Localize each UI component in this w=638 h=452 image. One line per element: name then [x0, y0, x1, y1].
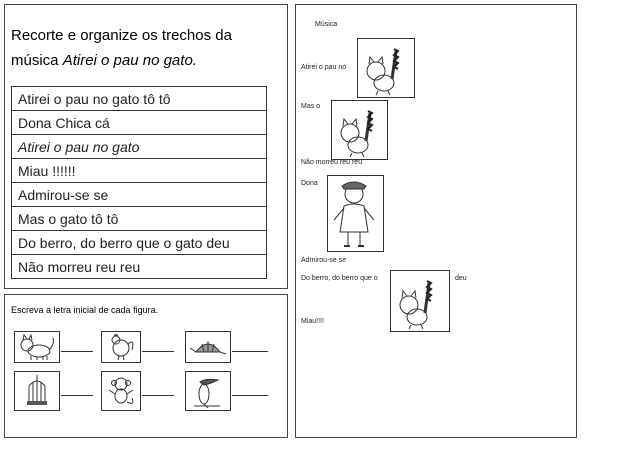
instruction-text: Escreva a letra inicial de cada figura.: [11, 305, 159, 315]
cat-picture: [331, 100, 388, 160]
strip-item: Mas o gato tô tô: [11, 206, 267, 231]
title-line-2: música: [11, 52, 63, 69]
initial-letter-panel: Escreva a letra inicial de cada figura.: [4, 294, 288, 438]
song-name: Atirei o pau no gato.: [62, 52, 197, 69]
answer-line[interactable]: [61, 395, 93, 396]
answer-line[interactable]: [232, 395, 268, 396]
cat-figure: [14, 331, 60, 363]
cat-icon: [340, 110, 374, 158]
strip-item: Do berro, do berro que o gato deu: [11, 230, 267, 255]
answer-line[interactable]: [142, 351, 174, 352]
lyric-line: Não morreu reu reu: [301, 159, 363, 166]
lyric-line: deu: [455, 275, 467, 282]
strip-item: Dona Chica cá: [11, 110, 267, 135]
armadillo-figure: [185, 331, 231, 363]
strip-item: Não morreu reu reu: [11, 254, 267, 279]
cat-picture: [357, 38, 415, 98]
dona-chica-picture: [327, 175, 384, 252]
strip-item: Admirou-se se: [11, 182, 267, 207]
rooster-figure: [101, 331, 141, 363]
cat-icon: [399, 280, 433, 330]
lyric-line: Mas o: [301, 103, 321, 110]
lyric-line: Atirei o pau no: [301, 64, 347, 71]
cat-picture: [390, 270, 450, 332]
toucan-figure: [185, 371, 231, 411]
birdcage-icon: [27, 375, 47, 405]
toucan-icon: [194, 378, 220, 409]
cat-icon: [20, 333, 54, 360]
lyric-line: Do berro, do berro que o: [301, 275, 378, 282]
birdcage-figure: [14, 371, 60, 411]
armadillo-icon: [189, 341, 227, 355]
strips-table: Atirei o pau no gato tô tô Dona Chica cá…: [11, 86, 267, 279]
lyric-line: Miau!!!!: [301, 318, 324, 325]
rooster-icon: [111, 334, 134, 361]
cat-icon: [366, 48, 400, 96]
song-assembly-panel: Música Atirei o pau no Mas o Não morreu …: [295, 4, 577, 438]
instruction-title: Recorte e organize os trechos da música …: [11, 23, 281, 73]
lyric-line: Admirou-se se: [301, 257, 347, 264]
answer-line[interactable]: [142, 395, 174, 396]
strip-item: Atirei o pau no gato tô tô: [11, 86, 267, 111]
woman-icon: [333, 181, 375, 247]
strip-item: Miau !!!!!!: [11, 158, 267, 183]
monkey-icon: [108, 377, 134, 404]
title-line-1: Recorte e organize os trechos da: [11, 27, 232, 44]
lyric-line: Dona: [301, 180, 318, 187]
answer-line[interactable]: [61, 351, 93, 352]
strip-item: Atirei o pau no gato: [11, 134, 267, 159]
song-heading: Música: [315, 21, 338, 28]
answer-line[interactable]: [232, 351, 268, 352]
monkey-figure: [101, 371, 141, 411]
song-strips-panel: Recorte e organize os trechos da música …: [4, 4, 288, 289]
